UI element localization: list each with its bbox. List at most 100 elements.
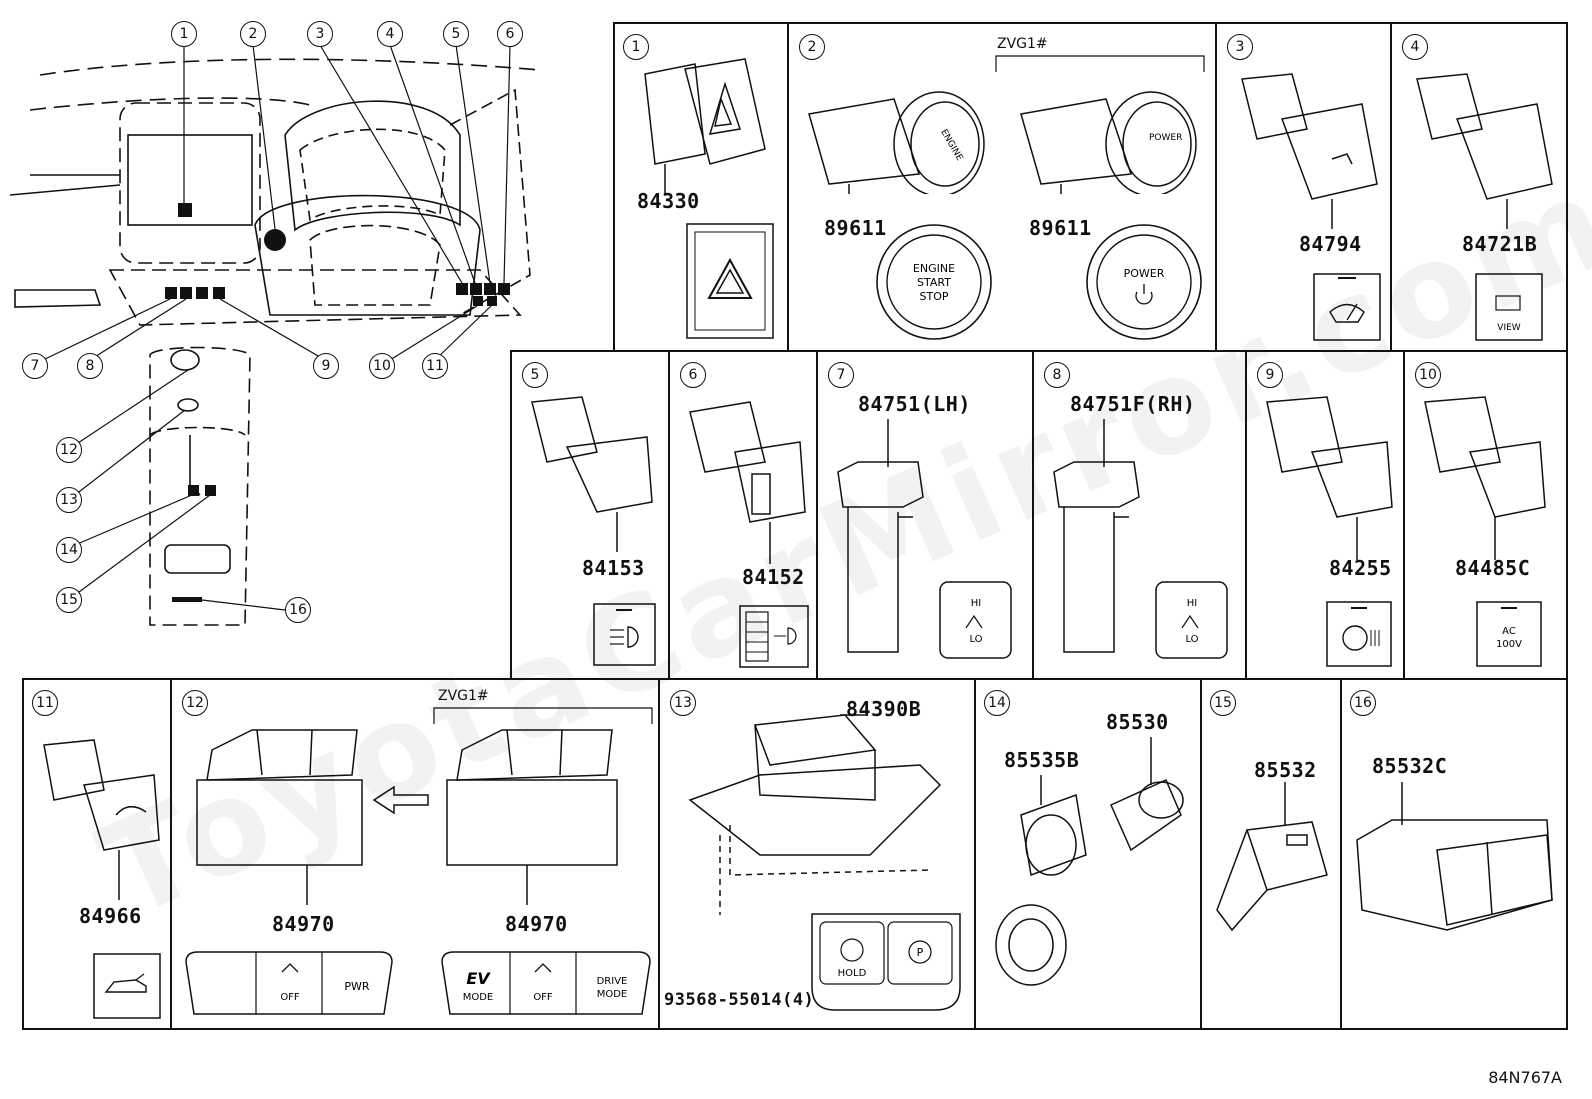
cell-14: 14 85535B 85530 bbox=[974, 678, 1202, 1030]
part-number-b: 85530 bbox=[1106, 710, 1169, 734]
model-group-label: ZVG1# bbox=[997, 36, 1048, 52]
part-number: 84153 bbox=[582, 556, 645, 580]
group-bracket bbox=[995, 55, 1205, 72]
cell-4-number: 4 bbox=[1402, 34, 1428, 60]
svg-text:POWER: POWER bbox=[1149, 133, 1182, 143]
cell-6: 6 84152 bbox=[668, 350, 818, 680]
cell-13: 13 84390B 93568-55014(4) HOLD P bbox=[658, 678, 976, 1030]
callout-15: 15 bbox=[56, 587, 82, 613]
pwr-label: PWR bbox=[344, 980, 370, 993]
off-label: OFF bbox=[533, 992, 553, 1003]
hazard-icon-panel bbox=[686, 223, 774, 339]
hi-label: HI bbox=[971, 598, 981, 609]
cell-7: 7 84751(LH) HI LO bbox=[816, 350, 1034, 680]
off-label: OFF bbox=[280, 992, 300, 1003]
cell-3-number: 3 bbox=[1227, 34, 1253, 60]
cell-13-number: 13 bbox=[670, 690, 696, 716]
seat-heater-rh-icon: HI LO bbox=[1155, 581, 1228, 659]
steering-heater-switch-drawing bbox=[1266, 396, 1393, 560]
dashboard-overview-drawing bbox=[10, 44, 541, 626]
view-icon-panel: VIEW bbox=[1475, 273, 1543, 341]
ev-mode-label: MODE bbox=[463, 992, 494, 1003]
callout-3: 3 bbox=[307, 21, 333, 47]
cell-1: 1 84330 bbox=[613, 22, 789, 352]
drive-label: DRIVE bbox=[597, 976, 628, 987]
seat-heater-lh-drawing bbox=[837, 419, 924, 653]
seat-heater-lh-icon: HI LO bbox=[939, 581, 1012, 659]
dual-usb-port-drawing bbox=[1356, 782, 1553, 931]
wiper-icon-panel bbox=[1313, 273, 1381, 341]
cell-9-number: 9 bbox=[1257, 362, 1283, 388]
cell-16-number: 16 bbox=[1350, 690, 1376, 716]
cell-2-number: 2 bbox=[799, 34, 825, 60]
hi-label: HI bbox=[1187, 598, 1197, 609]
callout-12: 12 bbox=[56, 437, 82, 463]
cell-5: 5 84153 bbox=[510, 350, 670, 680]
svg-text:ENGINE: ENGINE bbox=[938, 128, 964, 163]
part-number-a: 85535B bbox=[1004, 748, 1080, 772]
callout-5: 5 bbox=[443, 21, 469, 47]
view-switch-drawing bbox=[1416, 73, 1553, 229]
callout-7: 7 bbox=[22, 353, 48, 379]
part-number: 84152 bbox=[742, 565, 805, 589]
arrow-icon bbox=[372, 785, 429, 815]
usb-port-drawing bbox=[1216, 782, 1328, 932]
dimmer-icon-panel bbox=[739, 605, 809, 668]
cell-12-number: 12 bbox=[182, 690, 208, 716]
power-label: POWER bbox=[1124, 267, 1165, 280]
back-door-switch-drawing bbox=[43, 739, 160, 900]
cell-1-number: 1 bbox=[623, 34, 649, 60]
auto-headlamp-icon bbox=[593, 603, 656, 666]
view-label: VIEW bbox=[1497, 323, 1520, 333]
cell-10: 10 84485C AC 100V bbox=[1403, 350, 1568, 680]
headlamp-switch-drawing bbox=[531, 396, 653, 552]
callout-4: 4 bbox=[377, 21, 403, 47]
screw-part-number: 93568-55014(4) bbox=[664, 990, 815, 1010]
cell-11: 11 84966 bbox=[22, 678, 172, 1030]
callout-2: 2 bbox=[240, 21, 266, 47]
part-number: 84794 bbox=[1299, 232, 1362, 256]
callout-10: 10 bbox=[369, 353, 395, 379]
lo-label: LO bbox=[1185, 634, 1198, 645]
callout-1: 1 bbox=[171, 21, 197, 47]
cell-15-number: 15 bbox=[1210, 690, 1236, 716]
model-group-label: ZVG1# bbox=[438, 688, 489, 704]
callout-13: 13 bbox=[56, 487, 82, 513]
parking-brake-switch-drawing bbox=[688, 714, 942, 915]
drive-switch-face-a: OFF PWR bbox=[185, 951, 393, 1015]
cell-14-number: 14 bbox=[984, 690, 1010, 716]
power-outlet-drawing bbox=[995, 737, 1184, 986]
engine-start-switch-drawing: ENGINE bbox=[808, 91, 985, 194]
drive-mode-label: MODE bbox=[597, 989, 628, 1000]
seat-heater-rh-drawing bbox=[1053, 419, 1140, 653]
drive-switch-face-b: EV MODE OFF DRIVE MODE bbox=[441, 951, 651, 1015]
engine-label-2: START bbox=[917, 276, 951, 289]
cell-8-number: 8 bbox=[1044, 362, 1070, 388]
group-bracket bbox=[433, 707, 653, 724]
cell-3: 3 84794 bbox=[1215, 22, 1392, 352]
p-label: P bbox=[917, 946, 924, 959]
part-number: 84751(LH) bbox=[858, 392, 971, 416]
lo-label: LO bbox=[969, 634, 982, 645]
cell-2: 2 ZVG1# ENGINE 89611 POWER 89611 bbox=[787, 22, 1217, 352]
engine-label-1: ENGINE bbox=[913, 262, 955, 275]
ac-label: AC bbox=[1502, 626, 1516, 637]
part-number-a: 84970 bbox=[272, 912, 335, 936]
cell-4: 4 84721B VIEW bbox=[1390, 22, 1568, 352]
part-number: 84330 bbox=[637, 189, 700, 213]
cell-12: 12 ZVG1# 84970 8 bbox=[170, 678, 660, 1030]
drive-switch-drawing-b bbox=[446, 729, 618, 905]
back-door-icon bbox=[93, 953, 161, 1019]
callout-8: 8 bbox=[77, 353, 103, 379]
power-button-icon: POWER bbox=[1086, 224, 1202, 340]
part-number: 84485C bbox=[1455, 556, 1531, 580]
part-number: 85532C bbox=[1372, 754, 1448, 778]
callout-14: 14 bbox=[56, 537, 82, 563]
cell-7-number: 7 bbox=[828, 362, 854, 388]
part-number-b: 89611 bbox=[1029, 216, 1092, 240]
power-switch-drawing: POWER bbox=[1020, 91, 1197, 194]
callout-11: 11 bbox=[422, 353, 448, 379]
engine-start-button-icon: ENGINE START STOP bbox=[876, 224, 992, 340]
part-number: 84721B bbox=[1462, 232, 1538, 256]
cell-15: 15 85532 bbox=[1200, 678, 1342, 1030]
